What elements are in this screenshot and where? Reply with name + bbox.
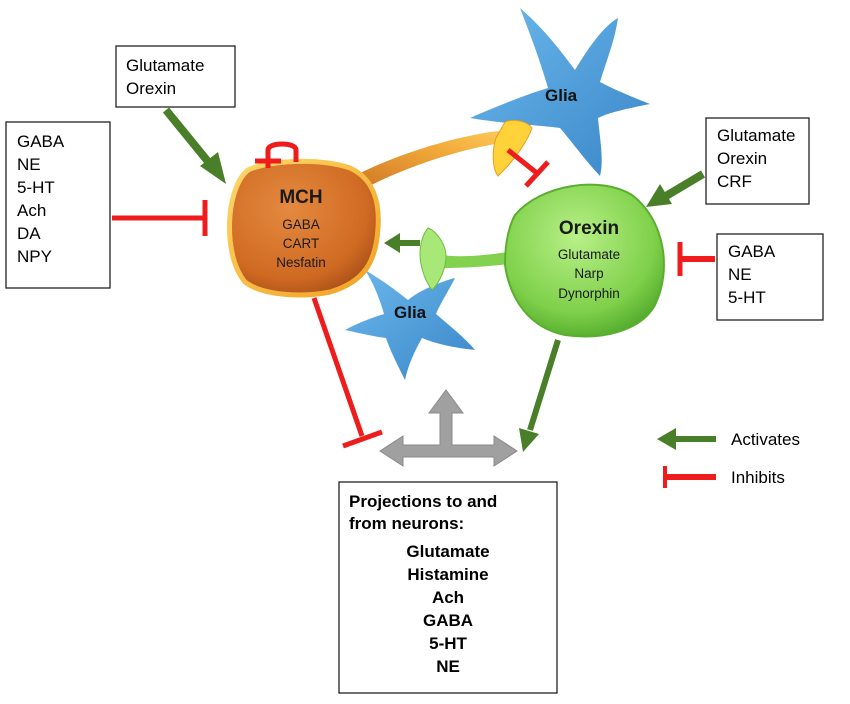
orexin-neuron: Orexin Glutamate Narp Dynorphin [503,183,665,338]
mch-to-orexin-inhibit-line [506,148,540,176]
arrow-activating-to-mch-line [162,107,214,167]
box-projections: Projections to and from neurons: Glutama… [338,481,558,694]
box-mch-activating-line-2: Orexin [126,79,176,98]
box-orexin-inhibiting-line-2: NE [728,265,752,284]
glia-top-shape [470,8,650,176]
orexin-line-1: Glutamate [558,247,620,262]
mch-line-3: Nesfatin [276,255,326,270]
projections-item-2: Histamine [407,565,488,584]
mch-to-projections-inhibition [311,297,383,449]
orexin-axon-shaft [440,250,525,268]
box-orexin-inhibiting-inputs: GABA NE 5-HT [716,233,824,321]
box-orexin-inhibiting-line-3: 5-HT [728,288,766,307]
mch-axon-terminal [492,119,533,177]
projections-item-4: GABA [423,611,473,630]
projections-heading-line-2: from neurons: [349,514,464,533]
mch-axon [338,119,533,198]
box-mch-inhibiting-line-3: 5-HT [17,178,55,197]
mch-to-orexin-inhibition [506,148,550,188]
orexin-title: Orexin [559,218,619,239]
mch-axon-shaft [338,128,520,198]
box-orexin-activating-line-3: CRF [717,172,752,191]
arrow-activating-to-mch [162,107,226,184]
box-orexin-activating-inputs: Glutamate Orexin CRF [705,117,810,205]
box-mch-inhibiting-line-6: NPY [17,247,52,266]
orexin-to-projections-activate-head [519,428,539,452]
box-mch-inhibiting-line-2: NE [17,155,41,174]
legend-activates-label: Activates [731,430,800,449]
legend: Activates Inhibits [657,428,800,488]
arrow-inhibiting-to-mch [112,200,208,236]
orexin-line-2: Narp [574,266,603,281]
orexin-axon [419,227,525,291]
orexin-axon-terminal [419,227,447,291]
legend-activates-head [657,428,676,450]
box-mch-inhibiting-line-5: DA [17,224,41,243]
box-mch-inhibiting-inputs: GABA NE 5-HT Ach DA NPY [5,121,111,289]
mch-line-2: CART [283,236,320,251]
projections-item-6: NE [436,657,460,676]
mch-line-1: GABA [282,217,320,232]
arrow-activating-to-mch-head [200,152,226,184]
box-orexin-activating-line-1: Glutamate [717,126,795,145]
glia-top-label: Glia [545,86,578,105]
box-mch-activating-line-1: Glutamate [126,56,204,75]
arrow-activating-to-orexin-line [663,170,706,200]
orexin-to-projections-activate-line [527,339,561,431]
box-mch-activating-inputs: Glutamate Orexin [115,45,236,108]
box-orexin-activating-frame [705,117,810,205]
box-mch-inhibiting-line-4: Ach [17,201,46,220]
mch-self-inhibition [255,141,299,168]
glia-bottom-shape [345,270,475,380]
orexin-neuron-body [503,183,665,338]
glia-top: Glia [470,8,650,176]
projections-item-1: Glutamate [406,542,489,561]
box-mch-inhibiting-line-1: GABA [17,132,65,151]
glia-bottom: Glia [345,270,475,380]
mch-to-projections-inhibit-bar [342,429,383,449]
orexin-to-mch-activate-head [384,233,400,253]
legend-activates: Activates [657,428,800,450]
box-orexin-inhibiting-frame [716,233,824,321]
box-mch-inhibiting-frame [5,121,111,289]
legend-inhibits-label: Inhibits [731,468,785,487]
mch-self-loop [265,141,299,168]
mch-neuron-body [227,158,381,298]
arrow-activating-to-orexin-head [646,184,672,207]
legend-inhibits: Inhibits [663,466,785,488]
arrow-activating-to-orexin [646,170,706,207]
bidirectional-arrow-shape [379,389,518,467]
mch-neuron: MCH GABA CART Nesfatin [227,158,381,298]
orexin-to-projections-activation [519,339,561,452]
mch-to-orexin-inhibit-bar [524,160,550,188]
orexin-line-3: Dynorphin [558,286,620,301]
arrow-inhibiting-to-orexin [677,242,715,276]
orexin-to-mch-activation [384,233,420,253]
box-projections-frame [338,481,558,694]
box-mch-activating-frame [115,45,236,108]
bidirectional-arrow [379,389,518,467]
projections-heading-line-1: Projections to and [349,492,497,511]
mch-to-projections-inhibit-line [311,297,365,437]
mch-title: MCH [279,187,322,208]
projections-item-3: Ach [432,588,464,607]
box-orexin-activating-line-2: Orexin [717,149,767,168]
glia-bottom-label: Glia [394,303,427,322]
box-orexin-inhibiting-line-1: GABA [728,242,776,261]
projections-item-5: 5-HT [429,634,467,653]
